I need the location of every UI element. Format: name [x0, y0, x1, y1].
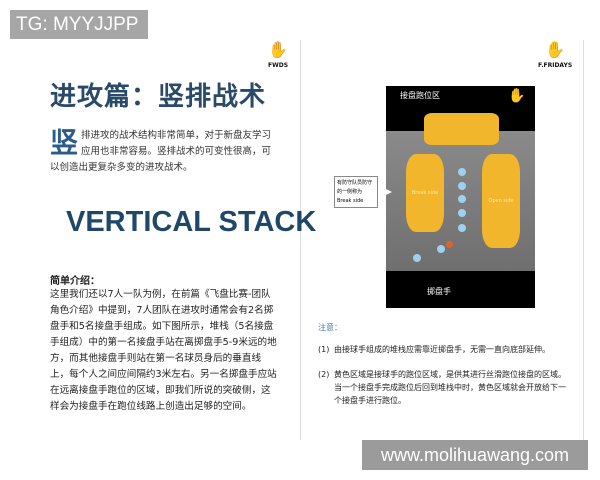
fridays-logo-right: ✋F.FRIDAYS [538, 40, 573, 70]
section-heading: 简单介绍： [50, 276, 100, 287]
body-text: 这里我们还以7人一队为例，在前篇《飞盘比赛-团队角色介绍》中提到，7人团队在进攻… [50, 289, 277, 412]
receiver-dot [458, 195, 466, 203]
top-label: 接盘跑位区 [400, 91, 440, 100]
drop-cap: 竖 [50, 126, 79, 159]
thrower-dot [437, 245, 445, 253]
note-item: (1)由接球手组成的堆栈应需靠近掷盘手，无需一直向底部延伸。 [318, 345, 550, 354]
fridays-logo: ✋FWDS [268, 40, 289, 70]
notes: 注意： (1)由接球手组成的堆栈应需靠近掷盘手，无需一直向底部延伸。 (2)黄色… [318, 322, 568, 419]
receiver-dot [458, 182, 466, 190]
hand-icon: ✋ [508, 88, 526, 104]
break-side-callout: 有防守队员防守的一侧称为 Break side [334, 176, 378, 208]
receiver-dot [458, 209, 466, 217]
english-title: VERTICAL STACK [66, 206, 317, 238]
watermark-bottom: www.molihuawang.com [362, 440, 588, 470]
bottom-label: 掷盘手 [427, 287, 451, 296]
thrower-dot [413, 254, 421, 262]
intro-paragraph: 竖排进攻的战术结构非常简单，对于新盘友学习应用也非常容易。竖排战术的可变性很高，… [50, 126, 272, 174]
page-divider [300, 40, 301, 440]
page-title: 进攻篇：竖排战术 [50, 82, 267, 112]
page-edge [583, 40, 584, 440]
notes-title: 注意： [318, 323, 342, 332]
open-side-zone: Open side [482, 154, 520, 248]
arrow-icon [378, 185, 392, 199]
watermark-top: TG: MYYJJPP [10, 10, 148, 39]
receiver-dot [458, 224, 466, 232]
note-item: (2)黄色区域是接球手的跑位区域，是供其进行丝滑跑位接盘的区域。当一个接盘手完成… [318, 370, 566, 405]
disc-dot [446, 241, 453, 248]
receiver-dot [458, 168, 466, 176]
top-zone [424, 113, 499, 145]
vertical-stack-diagram: Break side Open side 接盘跑位区 掷盘手 ✋ [386, 86, 535, 308]
break-side-zone: Break side [406, 154, 444, 232]
